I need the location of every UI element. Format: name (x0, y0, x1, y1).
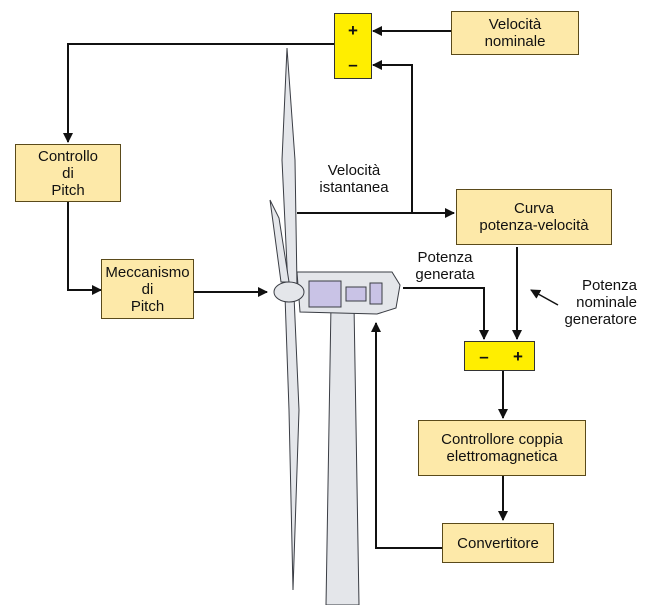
nacelle-rotor-component (308, 280, 342, 308)
speed-junction-minus-sign: – (348, 55, 358, 74)
power-junction-plus-sign: + (513, 347, 523, 366)
turbine-tower (325, 304, 360, 605)
label-nominal-generator-power: Potenza nominale generatore (564, 277, 637, 328)
nacelle-generator-component (369, 282, 383, 305)
line-pitch-control-to-mechanism (67, 202, 102, 295)
block-power-speed-curve: Curva potenza-velocità (456, 189, 612, 245)
power-summing-junction (464, 341, 535, 371)
wind-turbine (269, 47, 401, 605)
turbine-hub (273, 281, 305, 303)
block-nominal-speed: Velocità nominale (451, 11, 579, 55)
line-generated-power (403, 287, 489, 340)
block-torque-controller: Controllore coppia elettromagnetica (418, 420, 586, 476)
label-measured-speed: Velocità istantanea (319, 162, 389, 196)
block-converter: Convertitore (442, 523, 554, 563)
label-generated-power: Potenza generata (415, 249, 475, 283)
signal-lines (63, 26, 522, 549)
line-converter-to-nacelle (371, 322, 442, 549)
block-pitch-mechanism: Meccanismo di Pitch (101, 259, 194, 319)
nacelle-gearbox-component (345, 286, 367, 302)
line-measured-speed (297, 60, 413, 214)
speed-summing-junction (334, 13, 372, 79)
power-junction-minus-sign: – (479, 347, 489, 366)
speed-junction-plus-sign: + (348, 21, 358, 40)
line-junction-to-pitch-control (63, 43, 334, 143)
label-pointer-nominal-power (530, 289, 559, 306)
turbine-blade-bottom (284, 295, 300, 591)
block-pitch-control: Controllo di Pitch (15, 144, 121, 202)
